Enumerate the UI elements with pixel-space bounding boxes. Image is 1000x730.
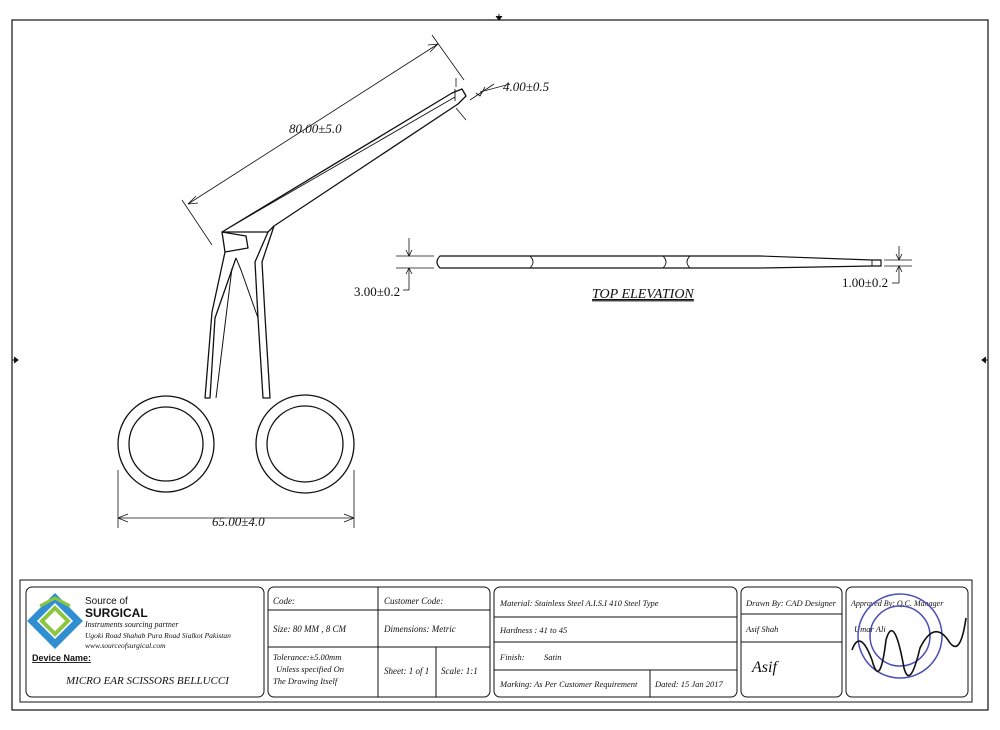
size-field: Size: 80 MM , 8 CM: [273, 624, 346, 634]
dim-tip-diameter: [884, 246, 912, 284]
sheet-border: [11, 19, 989, 711]
tolerance-line3: The Drawing Itself: [273, 676, 339, 686]
title-block-frame: [19, 579, 973, 703]
dim-shaft-diameter: [396, 238, 434, 291]
finish-label: Finish:: [499, 652, 525, 662]
scissors-jaw: [221, 88, 467, 233]
dim-overall-width-label: 65.00±4.0: [212, 514, 265, 529]
dim-tip-width: [455, 83, 511, 121]
drawn-by-signature: Asif: [751, 659, 779, 676]
approval-signature: [851, 617, 967, 677]
dim-jaw-length: [181, 34, 465, 246]
dim-tip-width-label: 4.00±0.5: [503, 79, 550, 94]
top-elevation-view: [436, 255, 882, 269]
drawn-by-name: Asif Shah: [745, 624, 778, 634]
dated-field: Dated: 15 Jan 2017: [654, 679, 724, 689]
approved-by-field: Approved By: Q.C. Manager: [850, 599, 944, 608]
dim-jaw-length-label: 80.00±5.0: [289, 121, 342, 136]
company-tagline: Instruments sourcing partner: [84, 620, 179, 629]
finish-value: Satin: [544, 652, 561, 662]
scissors-left-ring: [117, 395, 215, 493]
border-markers: [12, 14, 988, 364]
scissors-side-view: [117, 78, 467, 494]
customer-code-label: Customer Code:: [384, 596, 443, 606]
scale-field: Scale: 1:1: [441, 666, 478, 676]
dim-shaft-diameter-label: 3.00±0.2: [354, 284, 400, 299]
company-website: www.sourceofsurgical.com: [85, 641, 166, 650]
dim-overall-width: [117, 470, 355, 528]
drawn-by-field: Drawn By: CAD Designer: [745, 598, 837, 608]
tolerance-line2: Unless specified On: [276, 664, 344, 674]
company-address: Ugoki Road Shahab Pura Road Sialkot Paki…: [85, 631, 231, 640]
hardness-field: Hardness : 41 to 45: [499, 625, 567, 635]
device-name-label: Device Name:: [32, 653, 91, 663]
company-name-line1: Source of: [85, 596, 128, 607]
top-elevation-profile: [436, 255, 882, 269]
scissors-left-arm: [204, 251, 237, 399]
sheet-field: Sheet: 1 of 1: [384, 666, 429, 676]
material-field: Material: Stainless Steel A.I.S.I 410 St…: [499, 598, 659, 608]
dimensions-field: Dimensions: Metric: [383, 624, 456, 634]
tolerance-line1: Tolerance:±5.00mm: [273, 652, 341, 662]
dim-tip-diameter-label: 1.00±0.2: [842, 275, 888, 290]
scissors-right-arm: [254, 225, 275, 399]
scissors-right-ring: [255, 394, 355, 494]
top-elevation-label: TOP ELEVATION: [592, 287, 694, 302]
scissors-hinge: [221, 231, 249, 253]
company-logo-icon: [27, 593, 83, 649]
qc-approval-stamp: [857, 593, 943, 679]
code-label: Code:: [273, 596, 295, 606]
device-name-value: MICRO EAR SCISSORS BELLUCCI: [65, 675, 230, 687]
marking-field: Marking: As Per Customer Requirement: [499, 679, 638, 689]
company-name-line2: SURGICAL: [85, 606, 148, 620]
